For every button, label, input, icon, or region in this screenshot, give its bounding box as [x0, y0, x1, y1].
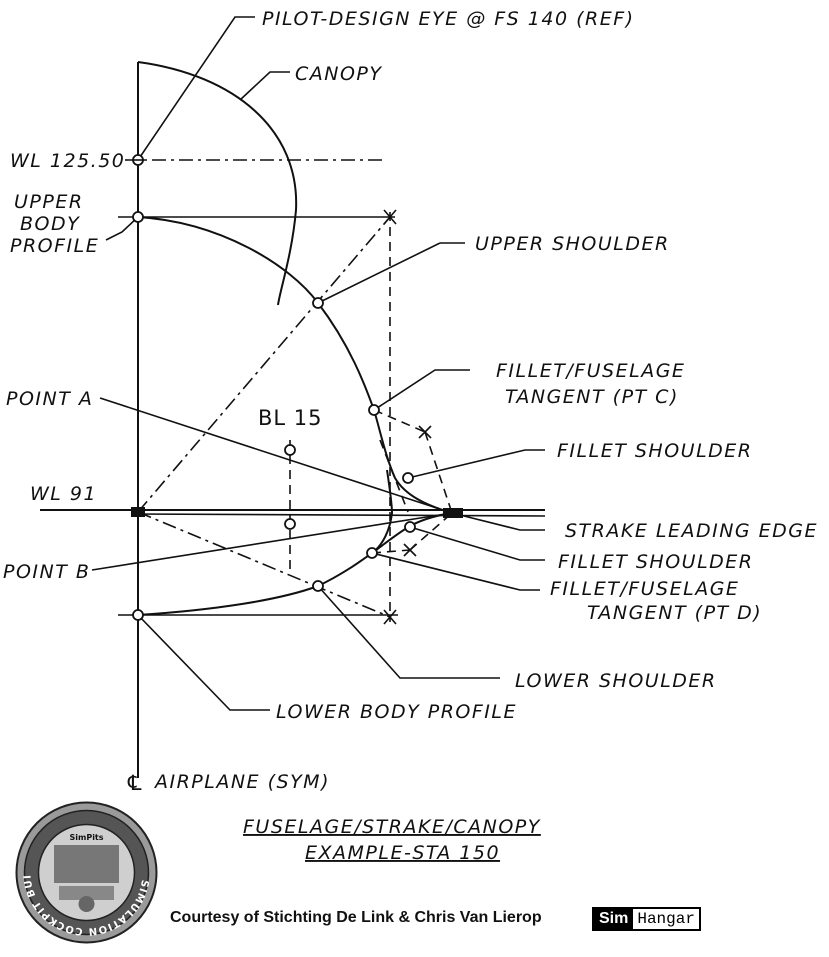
upper-shoulder-leader — [317, 242, 441, 304]
simhangar-sim: Sim — [594, 909, 634, 929]
title-line-1: FUSELAGE/STRAKE/CANOPY — [243, 816, 541, 838]
strake-leading-edge-label: STRAKE LEADING EDGE — [565, 520, 818, 542]
point-a-label: POINT A — [6, 388, 93, 410]
pilot-eye-leader — [137, 16, 255, 161]
fillet-shoulder-upper-leader — [407, 449, 545, 479]
lower-body-leader — [137, 614, 270, 711]
upper-body-label-1: UPPER — [14, 191, 84, 213]
title-line-2: EXAMPLE-STA 150 — [305, 842, 500, 864]
logo-center-text: SimPits — [69, 833, 103, 842]
wl-91-line-2 — [131, 513, 546, 517]
fillet-d-label-2: TANGENT (PT D) — [587, 602, 762, 624]
upper-body-point — [132, 211, 144, 223]
lower-inner-curve — [371, 469, 394, 554]
point-b-label: POINT B — [3, 561, 90, 583]
point-d — [366, 547, 378, 559]
simpits-logo: SIMULATION COCKPIT BUILDER GROUP SimPits — [14, 800, 158, 944]
upper-body-label-2: BODY — [20, 213, 80, 235]
fillet-c-label-1: FILLET/FUSELAGE — [496, 360, 685, 382]
fillet-dash-1 — [373, 409, 426, 433]
lower-shoulder-leader — [317, 585, 500, 679]
airplane-sym-label: AIRPLANE (SYM) — [153, 771, 330, 793]
upper-body-label-3: PROFILE — [10, 235, 99, 257]
canopy-leader — [239, 71, 290, 101]
fillet-dash-5 — [409, 512, 453, 551]
lower-body-profile-label: LOWER BODY PROFILE — [276, 701, 517, 723]
upper-body-curve — [137, 216, 453, 514]
lower-shoulder-label: LOWER SHOULDER — [515, 670, 717, 692]
fillet-c-leader — [373, 369, 470, 411]
canopy-curve — [137, 61, 298, 306]
upper-diagonal — [137, 216, 391, 513]
point-b-mark — [284, 518, 296, 530]
fillet-d-label-1: FILLET/FUSELAGE — [550, 578, 739, 600]
lower-diagonal — [137, 511, 391, 618]
simhangar-hangar: Hangar — [633, 909, 699, 929]
wl-91-label: WL 91 — [30, 483, 97, 505]
fillet-dash-3 — [379, 439, 409, 513]
canopy-label: CANOPY — [295, 63, 383, 85]
lower-body-point — [132, 609, 144, 621]
fillet-shoulder-lower-leader — [409, 526, 545, 561]
wl-91-center-mark — [131, 507, 145, 517]
centerline-symbol: ℄ — [127, 771, 142, 795]
strake-point-mark — [443, 508, 463, 518]
fillet-shoulder-upper-point — [402, 472, 414, 484]
courtesy-text: Courtesy of Stichting De Link & Chris Va… — [170, 909, 542, 926]
bl-15-label: BL 15 — [258, 406, 323, 430]
point-a-mark — [284, 444, 296, 456]
upper-shoulder-label: UPPER SHOULDER — [475, 233, 670, 255]
fillet-c-label-2: TANGENT (PT C) — [505, 386, 679, 408]
upper-shoulder-point — [312, 297, 324, 309]
fillet-shoulder-upper-label: FILLET SHOULDER — [557, 440, 753, 462]
wl-125-label: WL 125.50 — [10, 150, 125, 172]
fillet-shoulder-lower-label: FILLET SHOULDER — [558, 551, 754, 573]
lower-shoulder-point — [312, 580, 324, 592]
upper-body-leader — [105, 216, 139, 241]
simhangar-badge: Sim Hangar — [592, 907, 701, 931]
fillet-d-leader — [371, 552, 540, 591]
point-a-line — [99, 397, 453, 514]
point-b-line — [91, 512, 453, 571]
lower-body-curve — [137, 512, 453, 616]
pilot-eye-label: PILOT-DESIGN EYE @ FS 140 (REF) — [262, 8, 635, 30]
fillet-shoulder-lower-point — [404, 521, 416, 533]
point-c — [368, 404, 380, 416]
tick-marks — [383, 209, 432, 625]
fillet-dash-4 — [371, 549, 411, 554]
strake-leader — [451, 512, 545, 531]
